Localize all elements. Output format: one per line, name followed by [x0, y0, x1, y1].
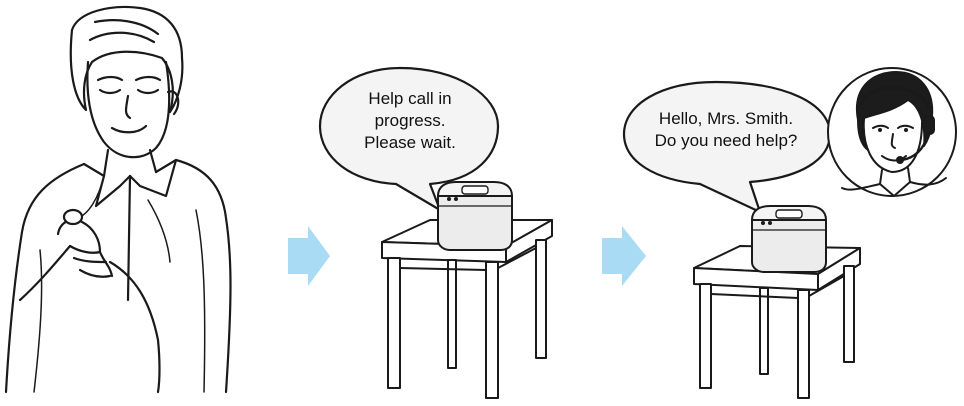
bubble-operator-line-1: Hello, Mrs. Smith.	[659, 109, 793, 128]
alarm-base-unit-2	[752, 206, 826, 272]
flow-arrow-2	[602, 226, 646, 286]
speech-bubble-operator: Hello, Mrs. Smith. Do you need help?	[624, 82, 830, 212]
alarm-base-unit-1	[438, 182, 512, 250]
operator-portrait	[828, 68, 956, 196]
bubble-device-line-1: Help call in	[368, 89, 451, 108]
bubble-operator-line-2: Do you need help?	[655, 131, 798, 150]
elderly-woman-illustration	[6, 7, 231, 392]
bubble-device-line-2: progress.	[375, 111, 446, 130]
bubble-device-line-3: Please wait.	[364, 133, 456, 152]
flow-arrow-1	[288, 226, 330, 286]
